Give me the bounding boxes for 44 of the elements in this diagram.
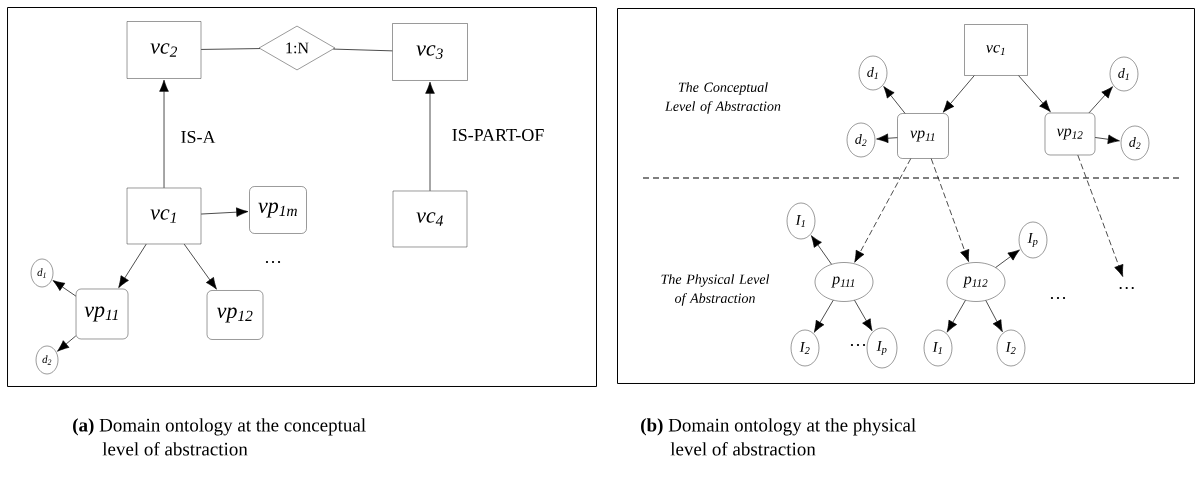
- level-label: The Conceptual Level of Abstraction: [664, 82, 781, 114]
- ellipsis-text: …: [1119, 286, 1134, 290]
- ellipsis-text: …: [1050, 296, 1066, 300]
- arrow: [425, 81, 435, 192]
- arrow: [159, 79, 169, 189]
- concept-box: vc$_{4}$: [392, 190, 468, 248]
- property-box: vp$_{1m}$: [249, 186, 307, 234]
- arrow: [883, 86, 906, 114]
- arrow: [1077, 154, 1124, 277]
- edge-label: IS-A: [181, 130, 216, 144]
- arrow: [813, 299, 834, 333]
- ellipsis-text: …: [850, 343, 866, 347]
- arrow: [118, 243, 147, 288]
- arrow: [985, 300, 1003, 333]
- arrow: [854, 300, 873, 332]
- arrow: [200, 207, 249, 217]
- property-box: vp$_{12}$: [206, 290, 264, 340]
- arrow: [57, 335, 77, 352]
- level-label: The Physical Level of Abstraction: [661, 274, 770, 306]
- arrow: [183, 243, 217, 290]
- panel-frame: [617, 8, 1195, 384]
- arrow: [52, 280, 77, 297]
- arrow: [811, 235, 832, 265]
- ellipsis-text: …: [265, 260, 281, 264]
- arrow: [995, 249, 1020, 268]
- subfigure-caption: (b) Domain ontology at the physical level of abstraction: [641, 418, 916, 456]
- edge-label: IS-PART-OF: [452, 128, 544, 142]
- arrow: [1018, 75, 1051, 113]
- concept-box: vc$_{1}$: [964, 24, 1028, 76]
- property-box: vp$_{12}$: [1044, 112, 1096, 156]
- concept-box: vc$_{1}$: [126, 187, 202, 245]
- arrow: [1088, 86, 1113, 114]
- panel-frame: [7, 7, 597, 387]
- arrow: [946, 300, 966, 333]
- concept-box: vc$_{3}$: [392, 23, 468, 81]
- concept-box: vc$_{2}$: [126, 21, 202, 79]
- arrow: [1094, 134, 1120, 144]
- arrow: [942, 75, 975, 113]
- arrow: [854, 158, 912, 263]
- subfigure-caption: (a) Domain ontology at the conceptual level of abstraction: [73, 418, 366, 456]
- arrow: [876, 133, 898, 143]
- arrow: [930, 158, 970, 262]
- property-box: vp$_{11}$: [897, 113, 949, 159]
- property-box: vp$_{11}$: [75, 288, 129, 340]
